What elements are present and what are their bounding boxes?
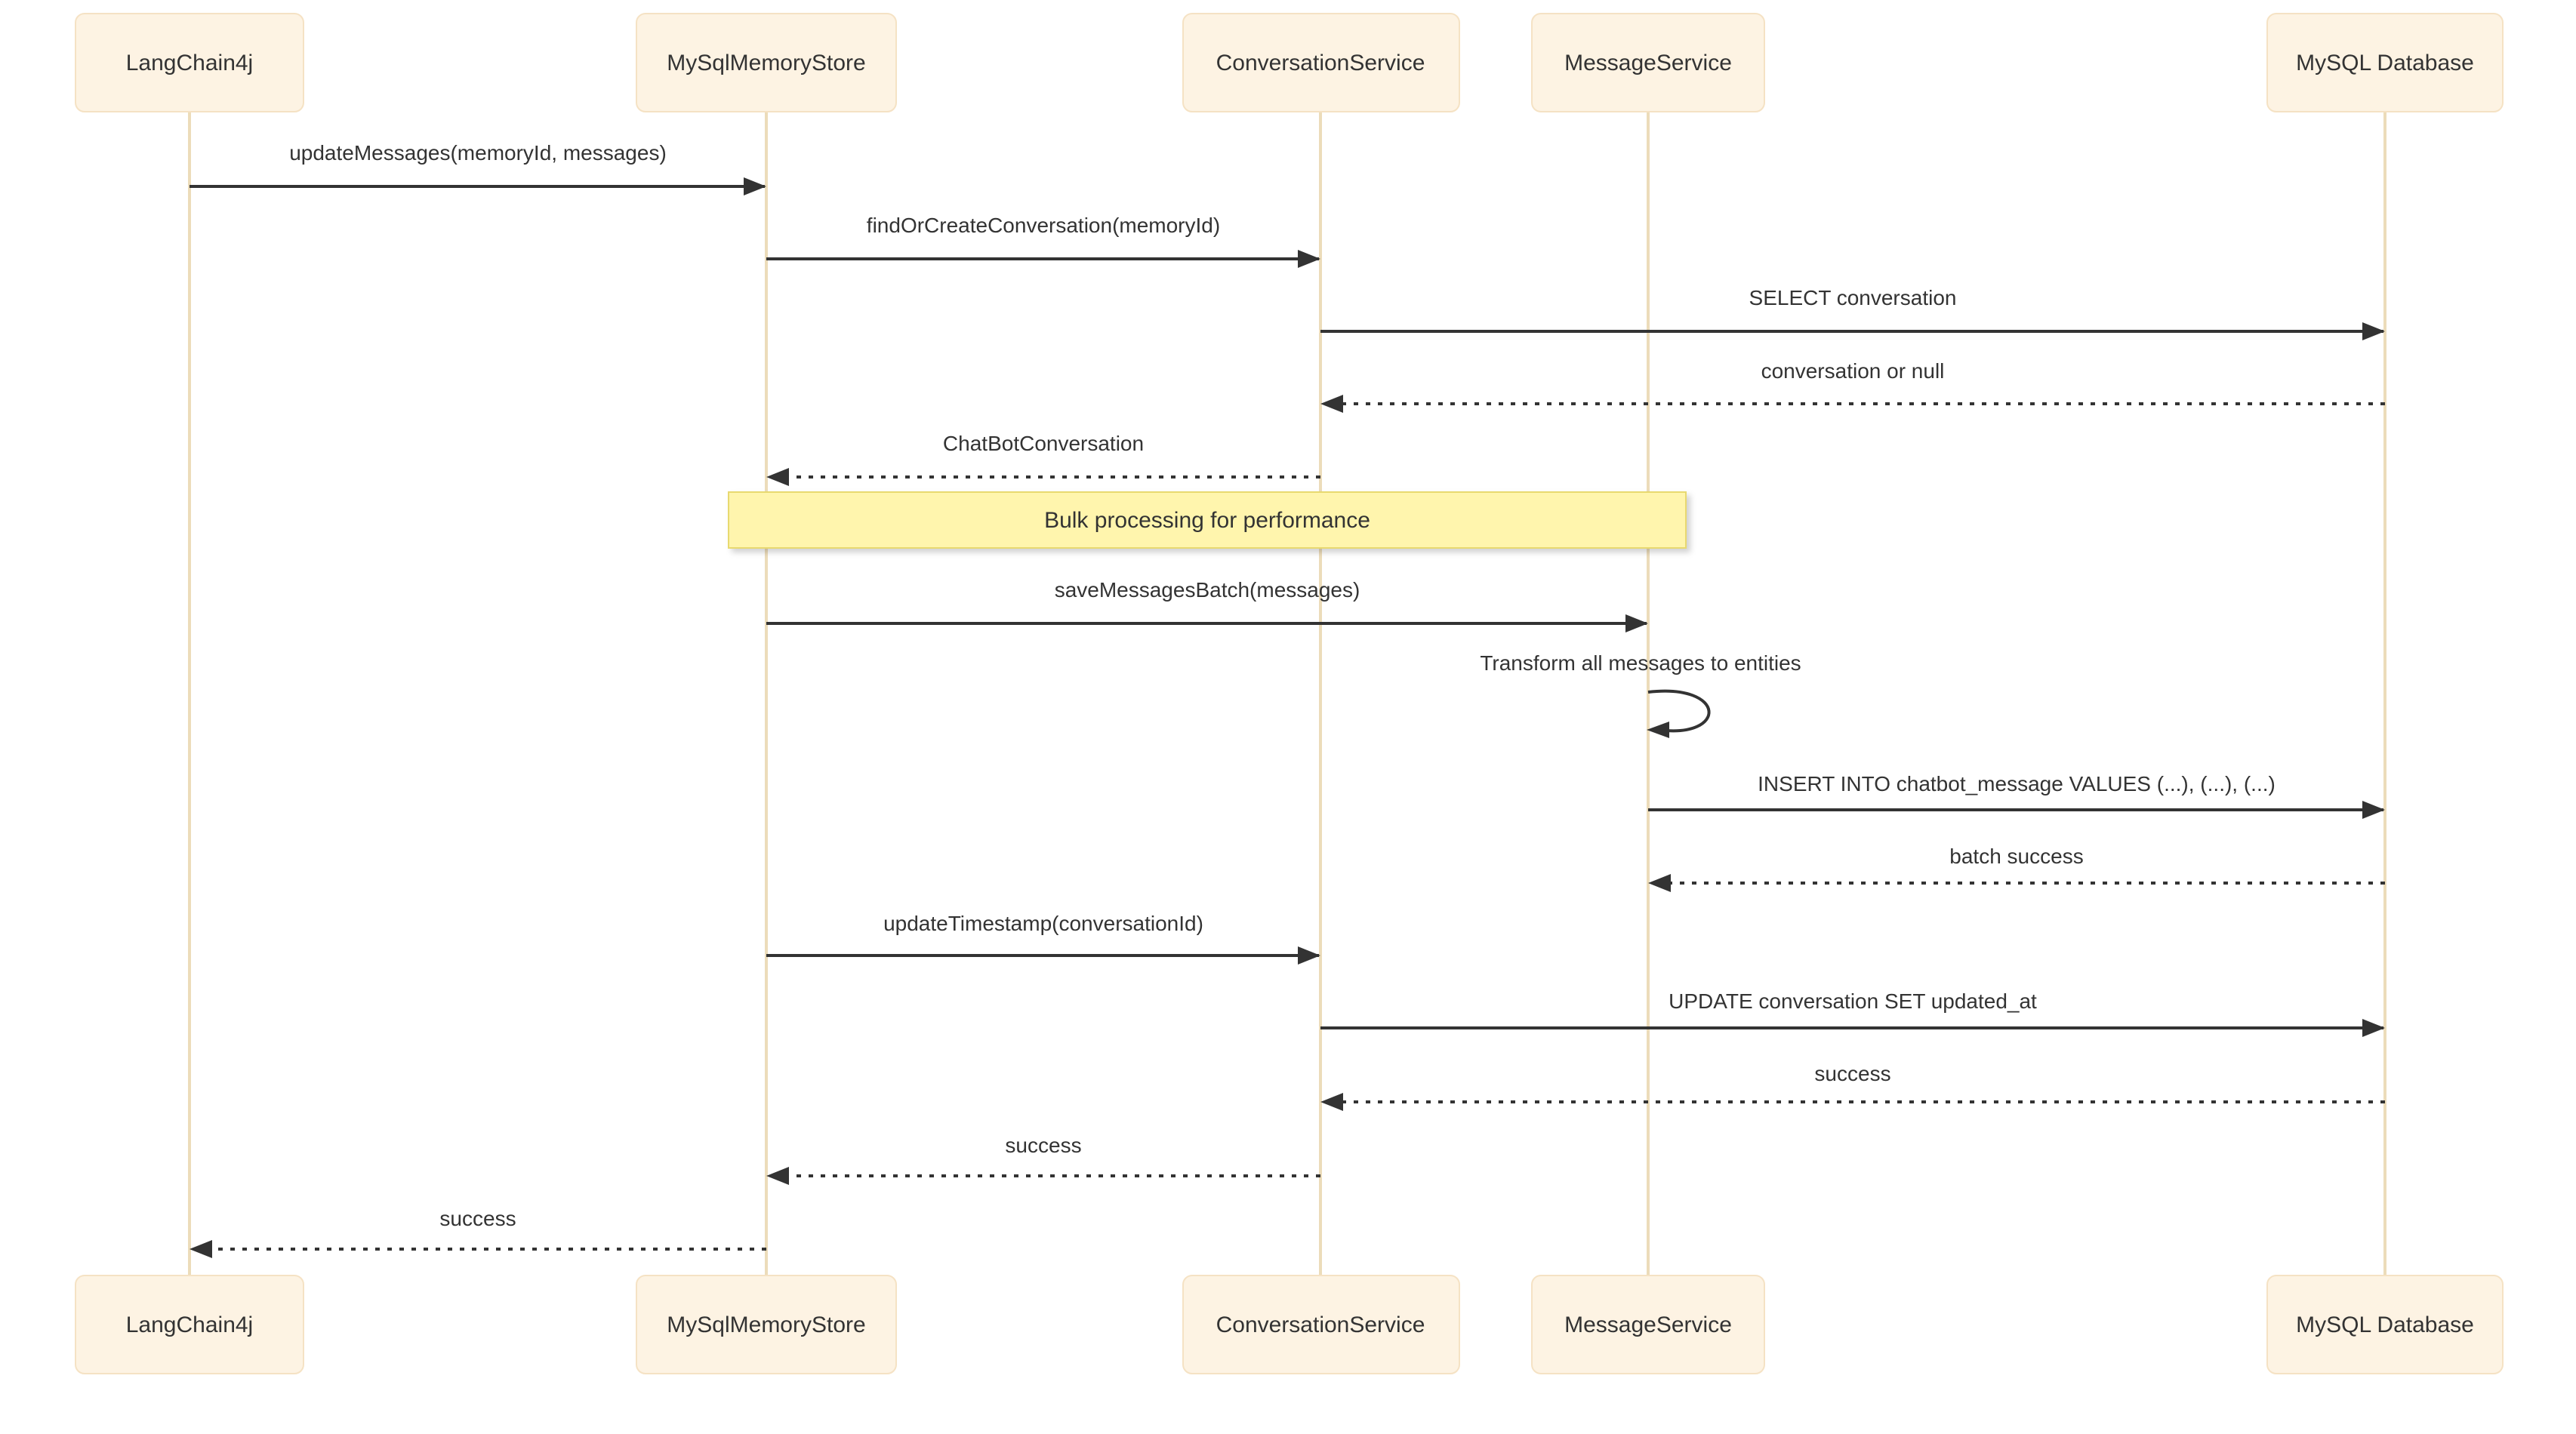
- participant-bottom-label: MySqlMemoryStore: [667, 1312, 865, 1337]
- participant-top-conversationservice[interactable]: ConversationService: [1182, 13, 1460, 112]
- message-9[interactable]: updateTimestamp(conversationId): [766, 912, 1320, 965]
- message-arrowhead: [1298, 946, 1320, 965]
- participant-top-label: MySQL Database: [2296, 51, 2474, 75]
- message-arrowhead: [190, 1240, 212, 1258]
- message-label: findOrCreateConversation(memoryId): [867, 214, 1220, 237]
- message-5[interactable]: saveMessagesBatch(messages): [766, 578, 1648, 632]
- message-label: updateMessages(memoryId, messages): [289, 141, 667, 165]
- message-label: updateTimestamp(conversationId): [883, 912, 1203, 935]
- message-4[interactable]: ChatBotConversation: [766, 432, 1320, 486]
- message-8[interactable]: batch success: [1648, 845, 2385, 892]
- participant-bottom-label: MessageService: [1564, 1312, 1732, 1337]
- message-arrowhead: [2362, 801, 2385, 819]
- message-0[interactable]: updateMessages(memoryId, messages): [190, 141, 766, 195]
- message-arrowhead: [766, 468, 789, 486]
- participant-top-langchain4j[interactable]: LangChain4j: [75, 13, 304, 112]
- message-arrowhead: [1648, 874, 1671, 892]
- participant-top-rect: [2266, 13, 2504, 112]
- message-arrowhead: [1320, 1093, 1343, 1111]
- participant-top-messageservice[interactable]: MessageService: [1531, 13, 1765, 112]
- message-2[interactable]: SELECT conversation: [1320, 286, 2385, 340]
- message-7[interactable]: INSERT INTO chatbot_message VALUES (...)…: [1648, 772, 2385, 819]
- message-label: saveMessagesBatch(messages): [1055, 578, 1360, 602]
- message-label: success: [1814, 1062, 1890, 1085]
- notes-layer: Bulk processing for performance: [728, 491, 1687, 549]
- participant-bottom-mysqldatabase[interactable]: MySQL Database: [2266, 1275, 2504, 1374]
- participant-top-mysqlmemorystore[interactable]: MySqlMemoryStore: [636, 13, 897, 112]
- participant-bottom-rect: [1531, 1275, 1765, 1374]
- message-arrowhead: [2362, 322, 2385, 340]
- message-1[interactable]: findOrCreateConversation(memoryId): [766, 214, 1320, 268]
- message-10[interactable]: UPDATE conversation SET updated_at: [1320, 989, 2385, 1037]
- participant-top-rect: [1531, 13, 1765, 112]
- top-participant-boxes: LangChain4j MySqlMemoryStore ConversationS…: [75, 13, 2504, 112]
- messages-layer: updateMessages(memoryId, messages) findOr…: [190, 141, 2385, 1258]
- message-11[interactable]: success: [1320, 1062, 2385, 1111]
- message-arrowhead: [2362, 1019, 2385, 1037]
- message-arrowhead: [744, 177, 766, 195]
- participant-bottom-messageservice[interactable]: MessageService: [1531, 1275, 1765, 1374]
- participant-bottom-rect: [2266, 1275, 2504, 1374]
- participant-top-label: MySqlMemoryStore: [667, 51, 865, 75]
- self-loop-path: [1647, 689, 1711, 733]
- message-arrowhead: [766, 1167, 789, 1185]
- message-13[interactable]: success: [190, 1207, 766, 1258]
- message-label: batch success: [1949, 845, 2083, 868]
- message-3[interactable]: conversation or null: [1320, 359, 2385, 413]
- participant-top-mysqldatabase[interactable]: MySQL Database: [2266, 13, 2504, 112]
- note-label: Bulk processing for performance: [1044, 508, 1370, 533]
- participant-bottom-langchain4j[interactable]: LangChain4j: [75, 1275, 304, 1374]
- participant-bottom-rect: [1182, 1275, 1460, 1374]
- message-arrowhead: [1320, 395, 1343, 413]
- lifelines-group: [188, 112, 2386, 1276]
- message-label: INSERT INTO chatbot_message VALUES (...)…: [1758, 772, 2276, 795]
- participant-bottom-rect: [75, 1275, 304, 1374]
- bulk-processing-note: Bulk processing for performance: [728, 491, 1687, 549]
- bottom-participant-boxes: LangChain4j MySqlMemoryStore ConversationS…: [75, 1275, 2504, 1374]
- message-label: success: [1005, 1134, 1081, 1157]
- message-label: success: [439, 1207, 516, 1230]
- participant-bottom-rect: [636, 1275, 897, 1374]
- message-arrowhead: [1298, 250, 1320, 268]
- participant-bottom-label: ConversationService: [1216, 1312, 1425, 1337]
- participant-top-label: LangChain4j: [126, 51, 253, 75]
- participant-top-label: ConversationService: [1216, 51, 1425, 75]
- message-label: Transform all messages to entities: [1480, 651, 1801, 675]
- message-6[interactable]: Transform all messages to entities: [1480, 651, 1801, 738]
- participant-bottom-mysqlmemorystore[interactable]: MySqlMemoryStore: [636, 1275, 897, 1374]
- message-arrowhead: [1625, 614, 1648, 632]
- self-loop-arrowhead: [1647, 722, 1669, 738]
- message-label: SELECT conversation: [1749, 286, 1957, 309]
- participant-top-label: MessageService: [1564, 51, 1732, 75]
- message-12[interactable]: success: [766, 1134, 1320, 1185]
- participant-bottom-label: LangChain4j: [126, 1312, 253, 1337]
- participant-bottom-label: MySQL Database: [2296, 1312, 2474, 1337]
- participant-top-rect: [636, 13, 897, 112]
- participant-top-rect: [1182, 13, 1460, 112]
- note-rect: [728, 491, 1687, 549]
- participant-bottom-conversationservice[interactable]: ConversationService: [1182, 1275, 1460, 1374]
- message-label: ChatBotConversation: [943, 432, 1144, 455]
- message-label: UPDATE conversation SET updated_at: [1669, 989, 2037, 1013]
- message-label: conversation or null: [1761, 359, 1945, 383]
- participant-top-rect: [75, 13, 304, 112]
